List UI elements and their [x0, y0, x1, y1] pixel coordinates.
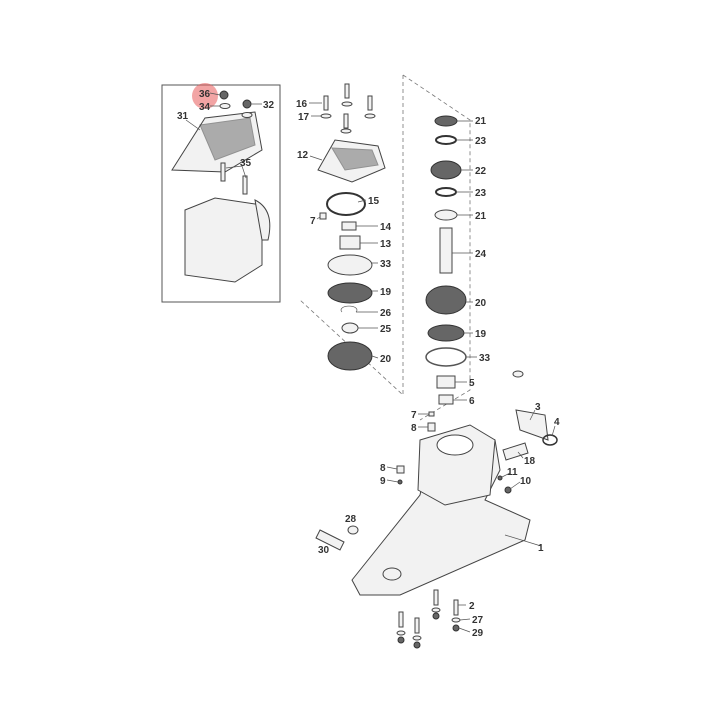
plate-18	[502, 442, 529, 461]
gasket-3	[515, 409, 549, 441]
bolts-16	[323, 83, 373, 129]
callout-28[interactable]: 28	[345, 514, 357, 525]
callout-13[interactable]: 13	[380, 239, 392, 250]
callout-21[interactable]: 21	[475, 116, 487, 127]
gearcase-housing-1	[351, 424, 531, 596]
studs-2	[398, 589, 459, 634]
bushing-14	[341, 221, 357, 231]
callout-19[interactable]: 19	[380, 287, 392, 298]
callout-33[interactable]: 33	[380, 259, 392, 270]
callout-33b[interactable]: 33	[479, 353, 491, 364]
callout-34[interactable]: 34	[199, 102, 211, 113]
o-ring-4	[542, 434, 558, 446]
screw-11	[497, 475, 503, 481]
inset-frame	[161, 84, 281, 303]
callout-15[interactable]: 15	[368, 196, 380, 207]
shim-33b	[425, 347, 467, 367]
callout-4[interactable]: 4	[554, 417, 560, 428]
o-ring-15	[326, 192, 366, 216]
assembly-dash-line	[299, 75, 404, 396]
highlight-marker	[192, 83, 218, 109]
nut-36	[219, 90, 229, 100]
callout-8[interactable]: 8	[411, 423, 417, 434]
callout-23[interactable]: 23	[475, 136, 487, 147]
callout-6[interactable]: 6	[469, 396, 475, 407]
callout-17[interactable]: 17	[298, 112, 310, 123]
bearing-19	[327, 282, 373, 304]
callout-3[interactable]: 3	[535, 402, 541, 413]
callout-2[interactable]: 2	[469, 601, 475, 612]
callout-32[interactable]: 32	[263, 100, 275, 111]
assembly-dash-line	[402, 74, 471, 421]
gear-20b	[425, 285, 467, 315]
plug-8	[427, 422, 436, 432]
callout-30[interactable]: 30	[318, 545, 330, 556]
shaft-24	[439, 227, 453, 274]
callout-14[interactable]: 14	[380, 222, 392, 233]
plug	[512, 370, 524, 378]
cup-5	[436, 375, 456, 389]
washer-34	[219, 103, 231, 109]
callout-7b[interactable]: 7	[411, 410, 417, 421]
callout-10[interactable]: 10	[520, 476, 532, 487]
callout-19b[interactable]: 19	[475, 329, 487, 340]
callout-20[interactable]: 20	[380, 354, 392, 365]
plug-7	[319, 212, 327, 220]
callout-35[interactable]: 35	[240, 158, 252, 169]
callout-26[interactable]: 26	[380, 308, 392, 319]
callout-36[interactable]: 36	[199, 89, 211, 100]
callout-7[interactable]: 7	[310, 216, 316, 227]
callout-31[interactable]: 31	[177, 111, 189, 122]
callout-11[interactable]: 11	[507, 467, 518, 478]
bearing-22	[430, 160, 462, 180]
callout-9[interactable]: 9	[380, 476, 386, 487]
bearing-19b	[427, 324, 465, 342]
nut-32	[241, 99, 253, 118]
retaining-ring-26	[340, 305, 358, 313]
washer-21	[434, 115, 458, 127]
inset-housing	[184, 197, 271, 283]
washer-9	[397, 479, 403, 485]
callout-21b[interactable]: 21	[475, 211, 487, 222]
ring-23b	[435, 187, 457, 197]
plug-8b	[396, 465, 405, 474]
callout-29[interactable]: 29	[472, 628, 484, 639]
callout-27[interactable]: 27	[472, 615, 484, 626]
cover-12	[317, 139, 386, 183]
callout-23b[interactable]: 23	[475, 188, 487, 199]
leader-lines	[185, 92, 556, 633]
washers-27-nuts-29	[396, 607, 461, 649]
callout-12[interactable]: 12	[297, 150, 309, 161]
washers-17	[320, 101, 376, 134]
callout-24[interactable]: 24	[475, 249, 487, 260]
washer-21b	[434, 209, 458, 221]
callout-16[interactable]: 16	[296, 99, 308, 110]
callout-25[interactable]: 25	[380, 324, 392, 335]
callout-8b[interactable]: 8	[380, 463, 386, 474]
callout-5[interactable]: 5	[469, 378, 475, 389]
bushing-6	[438, 394, 454, 405]
anode-30	[315, 529, 345, 551]
shim-33	[327, 254, 373, 276]
inset-cover-31	[171, 111, 263, 173]
cup-13	[339, 235, 361, 250]
callout-20b[interactable]: 20	[475, 298, 487, 309]
callout-1[interactable]: 1	[538, 543, 544, 554]
washer-25	[341, 322, 359, 334]
plug-7b	[428, 411, 435, 417]
ring-23	[435, 135, 457, 145]
nut-28	[347, 525, 359, 535]
gear-20	[327, 341, 373, 371]
callout-22[interactable]: 22	[475, 166, 487, 177]
callout-labels: 36 34 32 31 35 16 17 12 15 7 14 13 33 19…	[177, 89, 560, 639]
callout-18[interactable]: 18	[524, 456, 536, 467]
screw-10	[504, 486, 512, 494]
